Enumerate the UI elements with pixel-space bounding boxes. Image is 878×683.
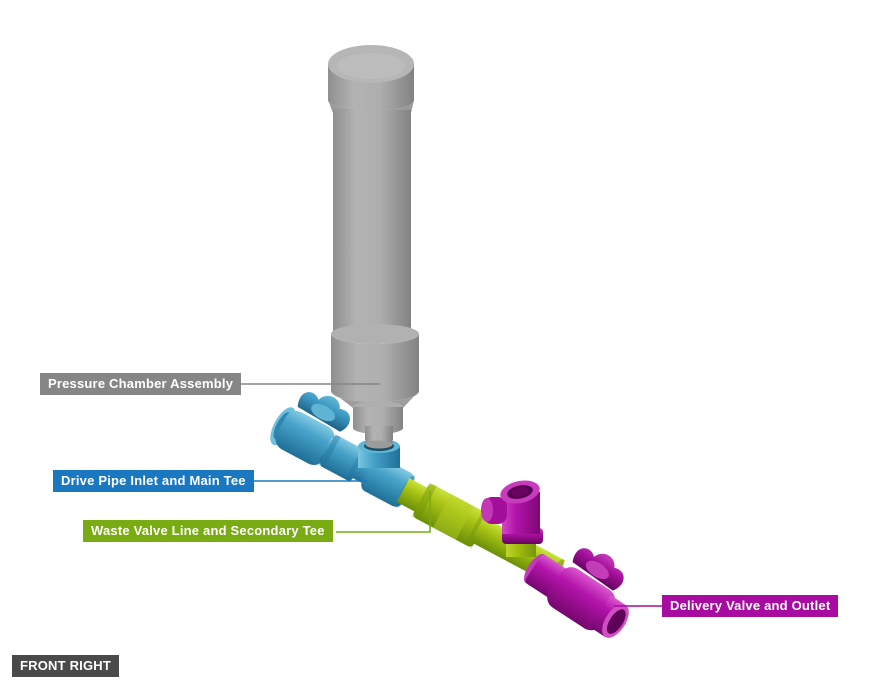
delivery-valve-body [547,567,616,631]
callout-drive-pipe: Drive Pipe Inlet and Main Tee [53,470,254,492]
chamber-body [333,110,411,342]
leader-waste-valve [336,491,431,533]
chamber-coupling-rim [331,324,419,344]
callout-delivery-valve: Delivery Valve and Outlet [662,595,839,617]
callout-waste-valve: Waste Valve Line and Secondary Tee [83,520,333,542]
pressure-chamber-assembly-part [328,45,419,440]
drive-coupling [320,435,366,481]
main-tee-body [361,457,414,507]
delivery-valve-part [524,548,629,638]
secondary-coupling [413,484,488,547]
view-orientation-badge: FRONT RIGHT [12,655,120,677]
pipe-run [270,392,565,586]
chamber-coupling [331,334,419,402]
callout-pressure-chamber: Pressure Chamber Assembly [40,373,242,395]
secondary-tee-assembly [481,480,543,557]
main-tee-socket [358,432,400,468]
drive-valve-body [275,410,335,465]
magenta-tee-top-opening [500,480,540,504]
